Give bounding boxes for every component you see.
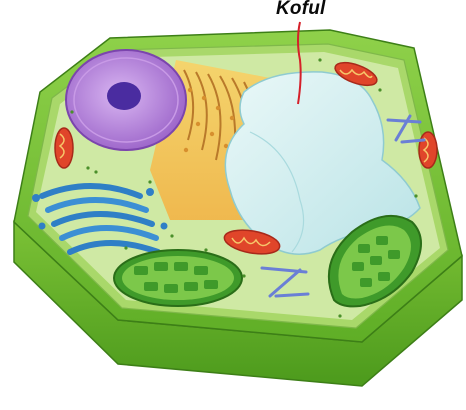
nucleolus <box>107 82 141 110</box>
chloroplast-small <box>419 132 437 168</box>
nucleus <box>66 50 186 150</box>
vacuole-label: Koful <box>276 0 326 20</box>
mitochondrion-left <box>55 128 73 168</box>
chloroplast-left <box>114 250 242 306</box>
